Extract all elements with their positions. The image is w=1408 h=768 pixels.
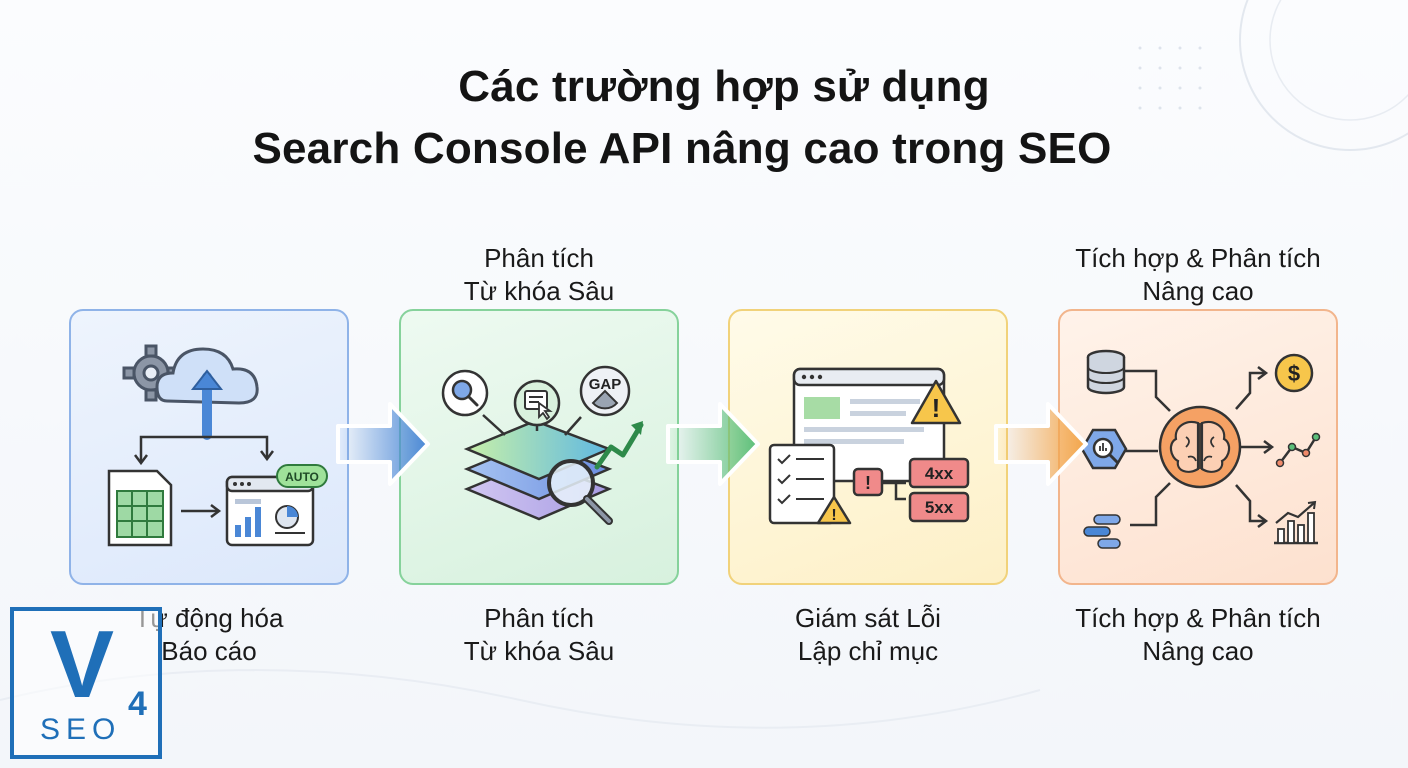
- error-5xx-text: 5xx: [925, 498, 954, 517]
- cursor-click-icon: [513, 379, 561, 427]
- step-label-3: Giám sát Lỗi Lập chỉ mục: [718, 602, 1018, 668]
- integration-illustration: $: [1080, 349, 1321, 549]
- step-card-keyword-analysis: GAP: [399, 309, 679, 585]
- step-card-integration: $: [1058, 309, 1338, 585]
- top-label-step2-line1: Phân tích: [484, 243, 594, 273]
- index-monitoring-illustration: ! ! ! 4xx 5xx: [768, 367, 970, 525]
- logo-number: 4: [128, 685, 147, 723]
- top-label-step4: Tích hợp & Phân tích Nâng cao: [1048, 242, 1348, 308]
- dashboard-icon: [225, 475, 315, 547]
- svg-text:!: !: [831, 507, 836, 524]
- error-4xx-text: 4xx: [925, 464, 954, 483]
- top-label-step2: Phân tích Từ khóa Sâu: [389, 242, 689, 308]
- error-alert-icon: !: [852, 467, 884, 497]
- step-label-2-line1: Phân tích: [484, 603, 594, 633]
- step-label-3-line2: Lập chỉ mục: [797, 636, 939, 666]
- step-card-index-monitoring: ! ! ! 4xx 5xx: [728, 309, 1008, 585]
- top-label-step4-line1: Tích hợp & Phân tích: [1075, 243, 1321, 273]
- step-label-2: Phân tích Từ khóa Sâu: [389, 602, 689, 668]
- data-studio-icon: [1083, 514, 1121, 549]
- warning-icon-text: !: [932, 393, 941, 423]
- logo-text: SEO: [40, 713, 121, 746]
- step-label-4-line1: Tích hợp & Phân tích: [1075, 603, 1321, 633]
- dollar-icon-text: $: [1288, 361, 1300, 386]
- page-title-line1: Các trường hợp sử dụng: [458, 62, 990, 111]
- svg-text:!: !: [865, 473, 871, 493]
- search-icon: [441, 369, 489, 417]
- magnifier-icon: [547, 459, 613, 525]
- error-4xx-badge: 4xx: [908, 457, 970, 489]
- warning-icon: !: [910, 379, 962, 425]
- flow-arrow-1: [336, 402, 430, 486]
- auto-badge-text: AUTO: [285, 470, 319, 484]
- flow-arrow-2: [666, 402, 760, 486]
- line-graph-icon: [1275, 432, 1321, 468]
- error-5xx-badge: 5xx: [908, 491, 970, 523]
- auto-badge: AUTO: [276, 464, 328, 488]
- checklist-icon: [768, 443, 836, 525]
- gap-badge: GAP: [579, 365, 631, 417]
- v4seo-logo: V 4 SEO: [10, 607, 162, 759]
- automation-illustration: AUTO: [107, 344, 328, 547]
- logo-letter: V: [50, 611, 114, 718]
- step-label-2-line2: Từ khóa Sâu: [463, 636, 615, 666]
- bar-chart-icon: [1274, 500, 1318, 545]
- dollar-icon: $: [1274, 353, 1314, 393]
- page-title-line2: Search Console API nâng cao trong SEO: [252, 124, 1112, 173]
- top-label-step2-line2: Từ khóa Sâu: [463, 276, 615, 306]
- step-label-4: Tích hợp & Phân tích Nâng cao: [1048, 602, 1348, 668]
- gap-badge-text: GAP: [589, 376, 622, 393]
- step-label-4-line2: Nâng cao: [1142, 636, 1254, 666]
- top-label-step4-line2: Nâng cao: [1142, 276, 1254, 306]
- small-warning-icon: !: [816, 495, 852, 525]
- step-label-3-line1: Giám sát Lỗi: [795, 603, 941, 633]
- spreadsheet-icon: [107, 469, 173, 547]
- bigquery-icon: [1080, 428, 1128, 470]
- step-card-automation: AUTO: [69, 309, 349, 585]
- flow-arrow-3: [994, 402, 1088, 486]
- step-label-1-line2: Báo cáo: [161, 636, 257, 666]
- brain-icon: [1158, 405, 1242, 489]
- database-icon: [1086, 349, 1126, 395]
- keyword-analysis-illustration: GAP: [441, 365, 644, 525]
